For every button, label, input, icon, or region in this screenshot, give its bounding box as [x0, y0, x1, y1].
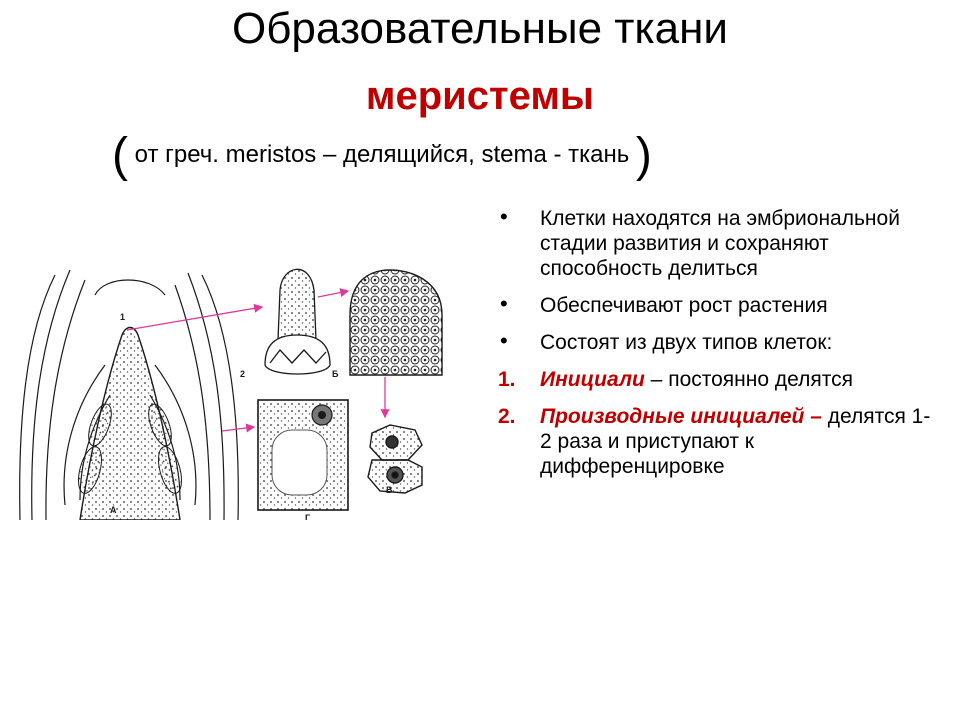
- figure-label-a: А: [110, 505, 117, 515]
- subtitle-open-paren: (: [112, 129, 128, 182]
- figure-label-v: В: [386, 485, 393, 495]
- figure-label-b: Б: [332, 369, 339, 379]
- item-text: – постоянно делятся: [644, 368, 853, 391]
- slide-title-highlight: меристемы: [365, 74, 595, 118]
- meristem-figure: А Б В Г 1 2: [19, 268, 443, 520]
- bullet-dot-icon: •: [500, 291, 508, 316]
- numbered-item: 2. Производные инициалей – делятся 1-2 р…: [498, 404, 938, 479]
- bullet-text: Состоят из двух типов клеток:: [540, 331, 833, 354]
- bullet-text: Обеспечивают рост растения: [540, 294, 828, 317]
- item-term: Производные инициалей –: [540, 405, 822, 428]
- small-cells-drawing: [367, 424, 423, 494]
- bullet-item: • Обеспечивают рост растения: [498, 291, 938, 318]
- slide-title: Образовательные ткани: [231, 4, 728, 53]
- large-cell-drawing: [257, 399, 349, 511]
- bullet-dot-icon: •: [500, 328, 508, 353]
- bullet-list: • Клетки находятся на эмбриональной стад…: [498, 204, 938, 491]
- bullet-text: Клетки находятся на эмбриональной стадии…: [540, 207, 900, 280]
- figure-label-1: 1: [120, 312, 125, 322]
- connector-arrows: [126, 288, 390, 433]
- figure-label-g: Г: [305, 513, 310, 520]
- subtitle-text: от греч. meristos – делящийся, stema - т…: [134, 141, 630, 168]
- item-term: Инициали: [540, 368, 645, 391]
- apex-external-view-drawing: [264, 268, 331, 375]
- subtitle-close-paren: ): [635, 129, 652, 182]
- figure-label-2: 2: [240, 369, 245, 379]
- leaf-primordia-drawing: [78, 403, 182, 494]
- item-number: 1.: [498, 368, 516, 391]
- item-number: 2.: [498, 405, 516, 428]
- numbered-item: 1. Инициали – постоянно делятся: [498, 367, 938, 392]
- item-text: делятся 1-2 раза и приступают к дифферен…: [540, 405, 931, 478]
- bullet-item: • Клетки находятся на эмбриональной стад…: [498, 204, 938, 281]
- cell-network-drawing: [349, 269, 443, 376]
- bullet-item: • Состоят из двух типов клеток:: [498, 328, 938, 355]
- slide-subtitle: ( от греч. meristos – делящийся, stema -…: [112, 128, 652, 183]
- bullet-dot-icon: •: [500, 204, 508, 229]
